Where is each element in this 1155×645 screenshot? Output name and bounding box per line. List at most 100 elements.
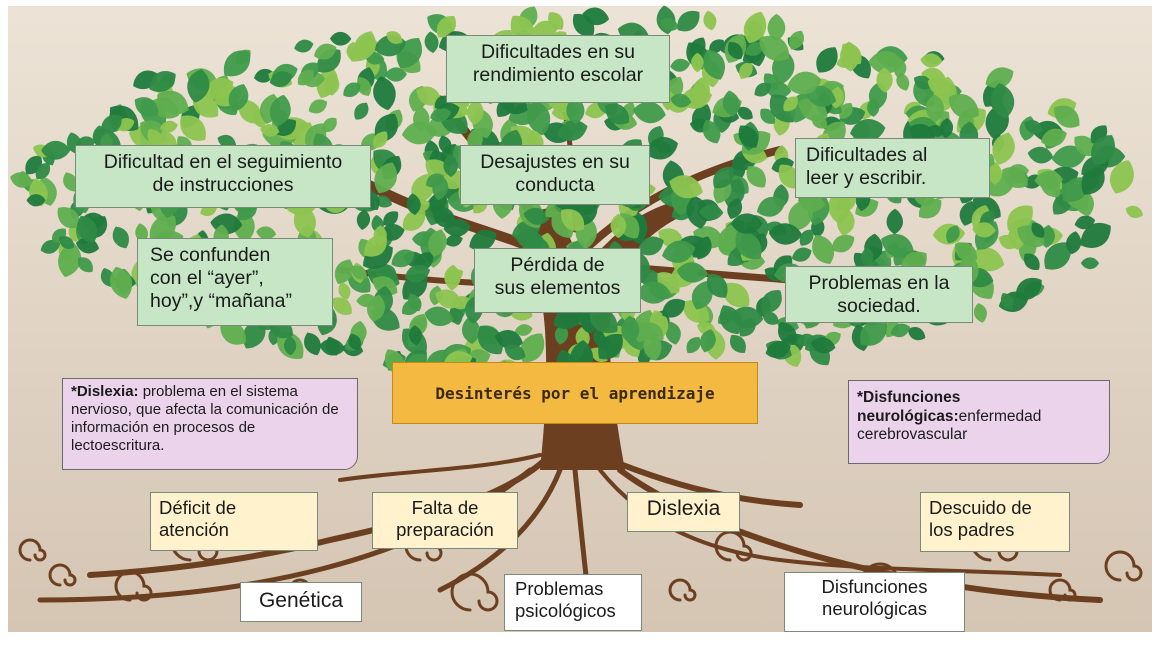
leaf: [294, 39, 314, 53]
leaf: [10, 172, 34, 188]
leaf: [520, 333, 545, 363]
leaf: [477, 325, 503, 355]
leaf: [416, 86, 442, 106]
leaf: [523, 207, 550, 225]
leaf: [907, 326, 926, 341]
leaf: [1044, 242, 1072, 270]
leaf: [948, 93, 979, 119]
leaf: [659, 18, 679, 31]
leaf: [867, 97, 880, 117]
effect-confunden-tiempo: Se confunden con el “ayer”, hoy”,y “maña…: [137, 238, 333, 326]
leaf: [703, 49, 725, 80]
leaf: [925, 94, 944, 123]
leaf: [799, 229, 814, 246]
leaf: [1002, 167, 1028, 189]
leaf: [548, 12, 564, 30]
leaf: [835, 195, 857, 212]
note-disfunciones-term: *Disfunciones neurológicas:: [857, 389, 961, 425]
leaf: [557, 120, 588, 141]
leaf: [351, 265, 367, 280]
leaf: [699, 204, 724, 221]
leaf: [861, 247, 874, 267]
leaf: [428, 229, 447, 257]
leaf: [991, 83, 1015, 119]
leaf: [860, 319, 888, 346]
leaf: [443, 154, 458, 178]
leaf: [253, 68, 275, 83]
leaf: [703, 10, 717, 31]
leaf: [402, 210, 426, 231]
leaf: [1015, 277, 1042, 300]
leaf: [1024, 120, 1043, 134]
leaf: [77, 257, 93, 273]
leaf: [180, 115, 206, 141]
leaf: [669, 175, 703, 199]
leaf: [810, 337, 836, 354]
cause-genetica: Genética: [240, 582, 362, 622]
leaf: [1080, 222, 1111, 248]
leaf: [791, 247, 812, 262]
leaf: [504, 344, 526, 361]
leaf: [709, 39, 724, 53]
leaf: [424, 31, 439, 53]
effect-leer-escribir: Dificultades al leer y escribir.: [795, 138, 990, 198]
leaf: [605, 103, 629, 125]
leaf: [527, 100, 551, 136]
leaf: [985, 67, 1014, 89]
leaf: [149, 71, 176, 92]
leaf: [284, 336, 297, 356]
note-dislexia-term: *Dislexia:: [71, 383, 139, 400]
leaf: [223, 50, 251, 77]
leaf: [58, 243, 82, 278]
leaf: [920, 53, 943, 68]
leaf: [348, 333, 361, 351]
leaf: [706, 274, 728, 298]
leaf: [743, 11, 767, 44]
leaf: [632, 101, 666, 124]
leaf: [760, 108, 776, 124]
leaf: [391, 249, 415, 268]
leaf: [63, 172, 78, 192]
cause-deficit-atencion: Déficit de atención: [150, 492, 318, 551]
leaf: [836, 55, 855, 68]
cause-dislexia: Dislexia: [627, 492, 740, 532]
leaf: [939, 117, 954, 139]
leaf: [636, 281, 671, 304]
leaf: [494, 330, 523, 349]
leaf: [665, 321, 681, 345]
leaf: [700, 329, 716, 353]
leaf: [401, 121, 438, 145]
leaf: [796, 333, 815, 346]
cause-descuido-padres: Descuido de los padres: [920, 492, 1070, 552]
leaf: [147, 129, 162, 146]
leaf: [269, 71, 293, 88]
leaf: [727, 42, 743, 60]
leaf: [1074, 215, 1096, 230]
note-disfunciones-definition: enfermedad cerebrovascular: [857, 407, 1042, 444]
leaf: [1080, 257, 1100, 270]
leaf: [589, 307, 618, 334]
leaf: [992, 132, 1015, 165]
leaf: [670, 93, 692, 108]
leaf: [621, 315, 640, 344]
leaf: [402, 299, 421, 315]
leaf: [260, 124, 280, 137]
leaf: [462, 316, 480, 344]
leaf: [308, 99, 328, 114]
leaf: [59, 236, 75, 249]
root-curl: [668, 578, 697, 602]
leaf: [35, 163, 51, 180]
effect-perdida-elementos: Pérdida de sus elementos: [474, 248, 641, 313]
effect-desajustes-conducta: Desajustes en su conducta: [460, 145, 650, 205]
leaf: [1125, 205, 1143, 219]
leaf: [334, 259, 354, 284]
leaf: [662, 298, 685, 318]
root-curl: [114, 570, 153, 602]
leaf: [730, 213, 763, 234]
leaf: [256, 226, 277, 240]
leaf: [436, 16, 456, 38]
leaf: [850, 119, 886, 143]
leaf: [765, 341, 791, 359]
leaf: [702, 120, 721, 144]
leaf: [554, 324, 569, 345]
